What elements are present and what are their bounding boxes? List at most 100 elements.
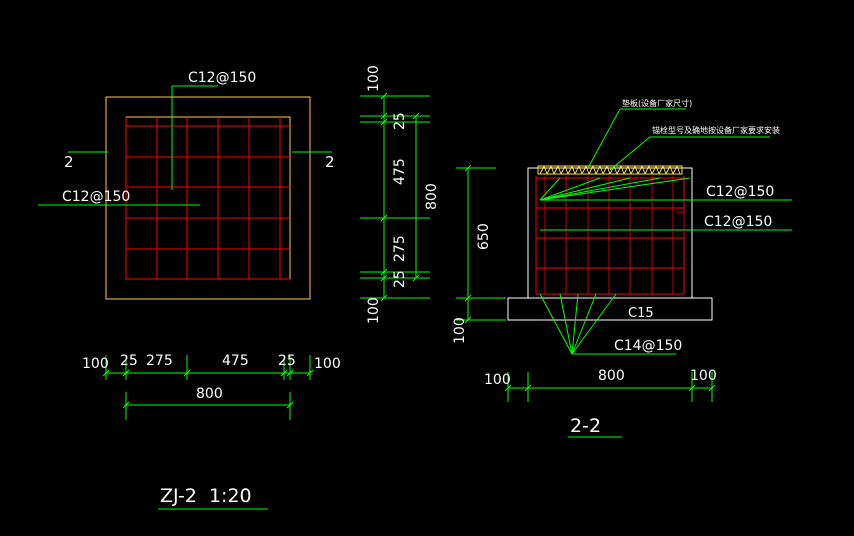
plan-dim-25-right: 25 xyxy=(278,353,296,369)
hatch-stroke xyxy=(574,165,580,175)
hatch-stroke xyxy=(588,165,594,175)
plate-note: 垫板(设备厂家尺寸) xyxy=(622,98,692,108)
plan-dim-100-right: 100 xyxy=(314,356,341,372)
plan-view: C12@150 C12@150 2 2 xyxy=(38,70,335,300)
hatch-stroke xyxy=(595,165,601,175)
hatch-stroke xyxy=(599,165,604,175)
plan-inner-outline xyxy=(125,116,291,280)
plan-dim-tick xyxy=(286,401,294,409)
section-height-ticks xyxy=(464,164,472,324)
hatch-stroke xyxy=(644,165,650,175)
hatch-stroke xyxy=(651,165,657,175)
bolt-note: 锚栓型号及确地按设备厂家要求安装 xyxy=(652,125,780,135)
plan-dim-tick xyxy=(183,369,191,377)
bottom-rebar-leaders xyxy=(539,293,676,355)
hatch-stroke xyxy=(585,165,590,175)
plan-dim-tick xyxy=(102,369,110,377)
plan-dim-475: 475 xyxy=(222,353,249,369)
side-dim-total-800: 800 xyxy=(424,183,440,210)
plan-title: ZJ-2 1:20 xyxy=(160,485,252,507)
hatch-stroke xyxy=(581,165,587,175)
plan-rebar-label-left: C12@150 xyxy=(62,189,130,205)
side-dim-tick xyxy=(380,214,388,222)
plan-outer-outline xyxy=(105,96,311,300)
bolt-note-leader xyxy=(609,136,770,171)
hatch-stroke xyxy=(606,165,611,175)
section-width-ticks xyxy=(504,372,716,402)
hatch-stroke xyxy=(539,165,545,175)
hatch-stroke xyxy=(658,165,664,175)
side-dim-tick xyxy=(380,112,388,120)
hatch-stroke xyxy=(616,165,622,175)
plan-dim-275: 275 xyxy=(146,353,173,369)
plan-dim-ticks xyxy=(102,355,314,420)
hatch-stroke xyxy=(627,165,632,175)
hatch-stroke xyxy=(543,165,548,175)
hatch-stroke xyxy=(546,165,552,175)
section-mark-left: 2 xyxy=(64,153,74,171)
hatch-stroke xyxy=(567,165,573,175)
hatch-stroke xyxy=(662,165,667,175)
section-title: 2-2 xyxy=(570,415,601,437)
side-dim-ticks xyxy=(360,92,430,302)
hatch-stroke xyxy=(553,165,559,175)
section-base-c15 xyxy=(507,297,713,321)
side-dim-bottom-100: 100 xyxy=(366,297,382,324)
hatch-stroke xyxy=(665,165,671,175)
section-view: 垫板(设备厂家尺寸) 锚栓型号及确地按设备厂家要求安装 C12@150 C12@… xyxy=(452,98,792,438)
plan-dim-tick xyxy=(122,401,130,409)
side-dim-25-bottom: 25 xyxy=(392,270,408,288)
plan-dim-tick xyxy=(286,369,294,377)
hatch-stroke xyxy=(630,165,636,175)
plan-rebar-grid xyxy=(125,117,290,280)
section-height-650: 650 xyxy=(476,223,492,250)
section-width-800: 800 xyxy=(598,368,625,384)
section-base-label: C15 xyxy=(628,306,654,321)
side-dim-tick xyxy=(380,274,388,282)
rebar-leaders-upper xyxy=(539,177,792,231)
section-width-tick xyxy=(708,384,716,392)
side-dim-tick xyxy=(380,92,388,100)
section-width-100-left: 100 xyxy=(484,372,511,388)
hatch-stroke xyxy=(560,165,566,175)
hatch-stroke xyxy=(557,165,562,175)
section-width-tick xyxy=(688,384,696,392)
section-width-100-right: 100 xyxy=(690,368,717,384)
section-height-100: 100 xyxy=(452,317,468,344)
plan-dimensions: 100 25 275 475 25 100 800 xyxy=(82,353,341,420)
section-pedestal-outline xyxy=(527,167,693,299)
hatch-stroke xyxy=(620,165,625,175)
side-dim-total-tick xyxy=(412,274,420,282)
side-dim-tick xyxy=(380,294,388,302)
section-width-tick xyxy=(524,384,532,392)
section-height-tick xyxy=(464,164,472,172)
hatch-stroke xyxy=(676,165,681,175)
hatch-stroke xyxy=(669,165,674,175)
side-dim-475: 475 xyxy=(392,158,408,185)
hatch-stroke xyxy=(637,165,643,175)
hatch-stroke xyxy=(613,165,618,175)
plan-dim-100-left: 100 xyxy=(82,356,109,372)
hatch-stroke xyxy=(672,165,678,175)
hatch-stroke xyxy=(641,165,646,175)
plan-dim-tick xyxy=(122,369,130,377)
section-rebar-lower-label: C12@150 xyxy=(704,214,772,230)
section-bottom-rebar-label: C14@150 xyxy=(614,338,682,354)
plate-note-leader xyxy=(587,108,686,169)
side-dim-top-100: 100 xyxy=(366,65,382,92)
hatch-stroke xyxy=(648,165,653,175)
hatch-stroke xyxy=(655,165,660,175)
plan-dim-tick xyxy=(306,369,314,377)
hatch-stroke xyxy=(571,165,576,175)
plan-top-rebar-leader xyxy=(171,85,218,190)
plan-dim-tick xyxy=(280,369,288,377)
base-plate-hatch xyxy=(539,165,681,175)
hatch-stroke xyxy=(634,165,639,175)
side-dim-tick xyxy=(380,118,388,126)
side-dim-total-tick xyxy=(412,112,420,120)
hatch-stroke xyxy=(564,165,569,175)
plan-dim-total: 800 xyxy=(196,386,223,402)
section-height-tick xyxy=(464,294,472,302)
